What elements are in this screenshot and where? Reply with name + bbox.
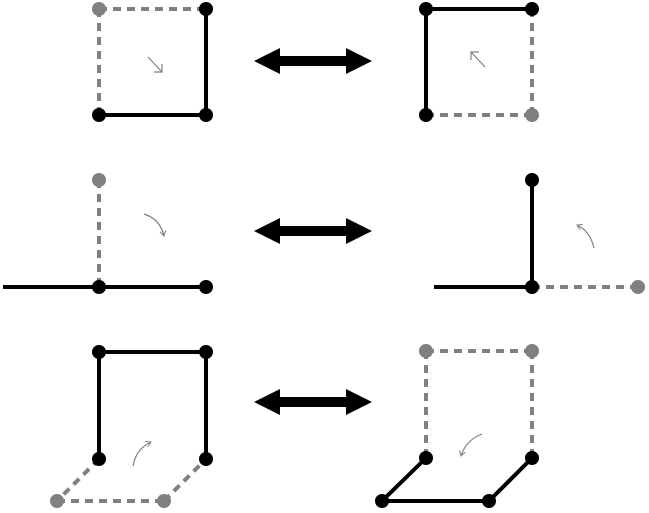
gray-node [50,494,64,508]
clockwise-arc-icon [143,213,167,237]
gray-node [525,344,539,358]
square-config-b [419,2,539,122]
black-node [199,280,213,294]
black-node [419,2,433,16]
black-node [199,108,213,122]
black-node [92,452,106,466]
solid-edge [380,456,428,503]
solid-edge [487,456,534,503]
black-node [92,280,106,294]
black-node [525,451,539,465]
double-arrow [254,48,372,74]
square-config-a [92,2,213,122]
black-node [482,494,496,508]
dashed-edge [55,457,101,503]
down-right-arrow-icon [147,56,163,73]
gray-node [157,494,171,508]
clockwise-arc-icon [132,440,152,467]
black-node [419,108,433,122]
gray-node [419,344,433,358]
counterclockwise-arc-icon [459,433,483,457]
black-node [199,452,213,466]
row-2 [3,173,645,294]
box-with-tilted-base-config-a [50,345,213,508]
black-node [92,345,106,359]
box-with-tilted-base-config-b [375,344,539,508]
up-left-arrow-icon [470,51,486,68]
double-arrow [254,218,372,244]
gray-node [525,108,539,122]
black-node [525,2,539,16]
black-node [419,451,433,465]
black-node [525,280,539,294]
gray-node [92,173,106,187]
black-node [92,108,106,122]
black-node [375,494,389,508]
dashed-edge [162,457,208,503]
row-1 [92,2,539,122]
l-corner-config-b [434,173,645,294]
black-node [525,173,539,187]
gray-node [631,280,645,294]
row-3 [50,344,539,508]
t-junction-config-a [3,173,213,294]
counterclockwise-arc-icon [576,223,595,249]
black-node [199,345,213,359]
gray-node [92,2,106,16]
double-arrow [254,389,372,415]
black-node [199,2,213,16]
